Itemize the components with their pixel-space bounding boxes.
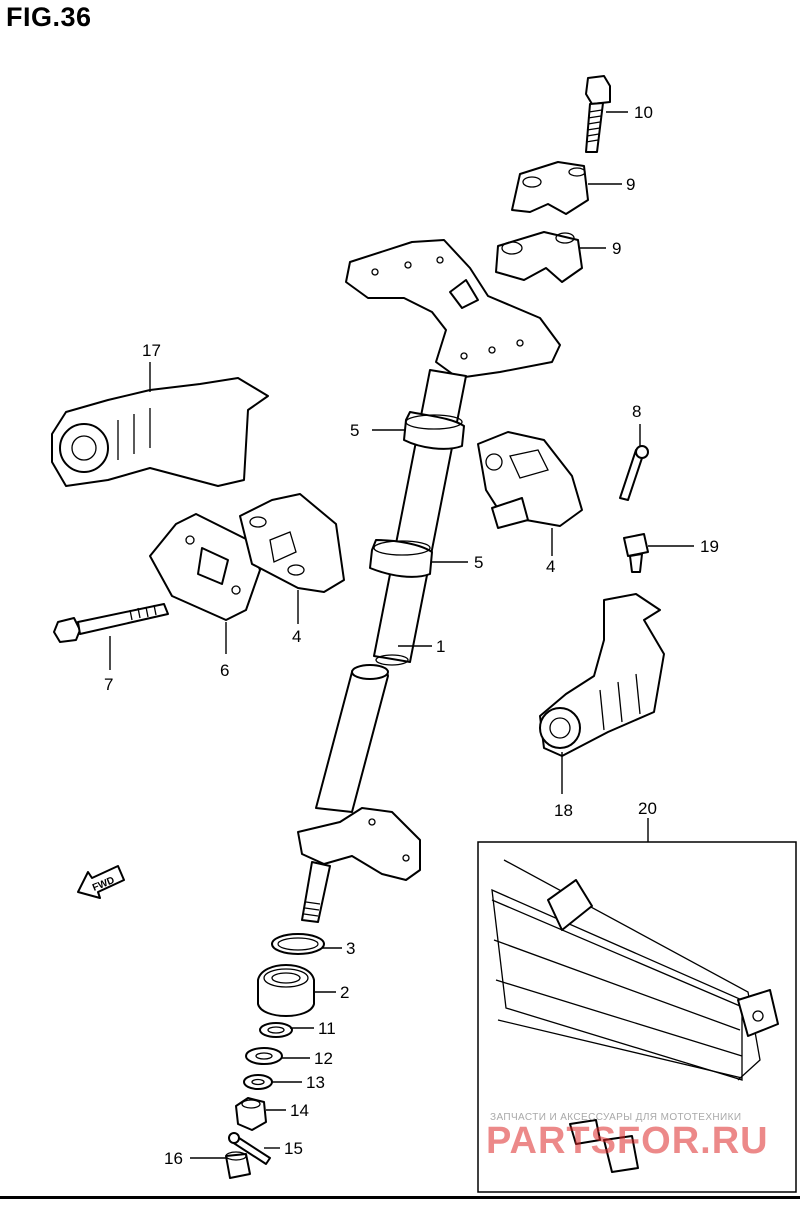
fwd-direction-arrow: FWD — [77, 865, 125, 899]
part-4-left-clamp — [239, 493, 345, 593]
part-3-snap-ring — [271, 933, 325, 955]
part-7-long-bolt — [53, 603, 169, 643]
part-18-right-bracket — [539, 593, 665, 757]
part-5-lower-collar — [369, 539, 433, 578]
part-16-cap-nut — [225, 1151, 251, 1179]
callout-9-upper: 9 — [626, 175, 635, 194]
callout-11: 11 — [318, 1019, 336, 1038]
callout-19: 19 — [700, 537, 719, 556]
figure-title: FIG.36 — [6, 2, 92, 32]
callout-14: 14 — [290, 1101, 309, 1120]
part-20-guard-inset — [477, 841, 797, 1193]
part-14-nut — [235, 1097, 267, 1131]
callout-15: 15 — [284, 1139, 303, 1158]
part-2-bushing — [257, 964, 315, 1017]
leader-lines — [109, 111, 694, 1159]
callout-5-lower: 5 — [474, 553, 483, 572]
callout-6: 6 — [220, 661, 229, 680]
part-9-lower-clamp — [495, 231, 583, 283]
callout-1: 1 — [436, 637, 445, 656]
part-8-cotter-pin — [619, 445, 649, 501]
part-19-small-bolt — [623, 533, 649, 573]
callout-8: 8 — [632, 402, 641, 421]
steering-top-plate — [345, 239, 561, 379]
callout-18: 18 — [554, 801, 573, 820]
callout-2: 2 — [340, 983, 349, 1002]
callout-10: 10 — [634, 103, 653, 122]
lower-shaft-bracket — [297, 807, 421, 923]
callout-7: 7 — [104, 675, 113, 694]
callout-16: 16 — [164, 1149, 183, 1168]
part-10-bolt — [585, 75, 611, 153]
part-9-upper-clamp — [511, 161, 589, 215]
callout-4-right: 4 — [546, 557, 555, 576]
callout-5-upper: 5 — [350, 421, 359, 440]
callout-4-left: 4 — [292, 627, 301, 646]
callout-9-lower: 9 — [612, 239, 621, 258]
bottom-border — [0, 1196, 800, 1199]
part-17-left-bracket — [51, 377, 269, 487]
part-11-washer — [259, 1022, 293, 1038]
callout-3: 3 — [346, 939, 355, 958]
part-13-washer — [243, 1074, 273, 1090]
callout-13: 13 — [306, 1073, 325, 1092]
watermark-logo: PARTSFOR.RU — [486, 1120, 769, 1162]
part-6-rubber-plate — [149, 513, 261, 621]
callout-17: 17 — [142, 341, 161, 360]
callout-12: 12 — [314, 1049, 333, 1068]
part-4-right-clamp — [477, 431, 583, 529]
part-12-washer — [245, 1047, 283, 1065]
part-5-upper-collar — [403, 411, 465, 450]
watermark-tagline: ЗАПЧАСТИ И АКСЕССУАРЫ ДЛЯ МОТОТЕХНИКИ — [490, 1112, 742, 1123]
callout-20: 20 — [638, 799, 657, 818]
callout-labels: 10 9 9 8 17 5 5 4 19 4 1 6 7 18 20 3 2 1… — [104, 103, 719, 1168]
part-15-cotter-pin — [228, 1132, 271, 1165]
